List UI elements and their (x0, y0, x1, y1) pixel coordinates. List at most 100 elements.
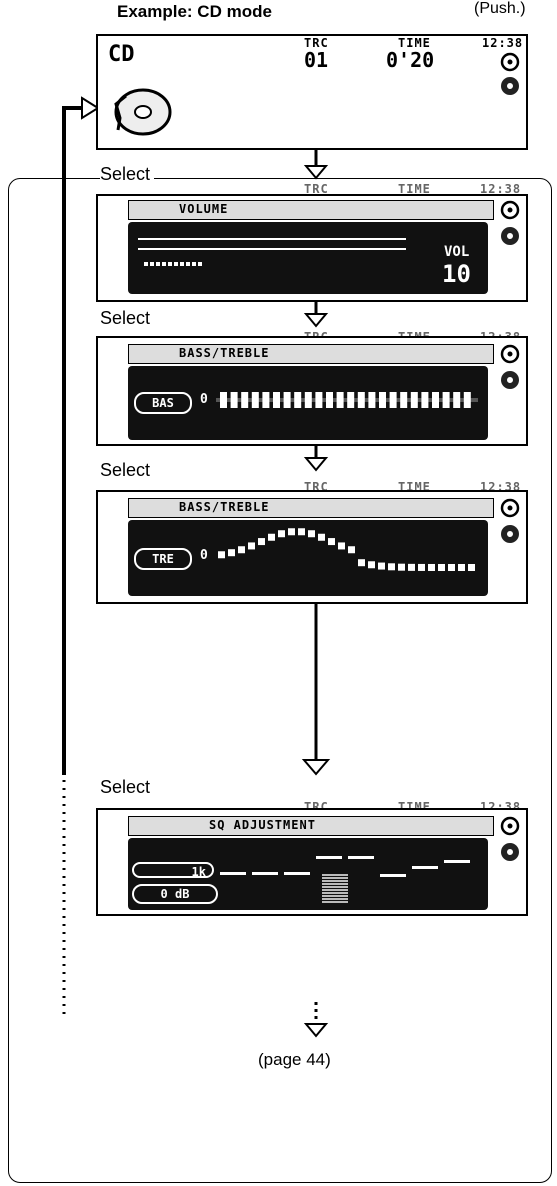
level-block (241, 392, 248, 408)
band-hatch (322, 874, 348, 876)
curve-block (428, 564, 435, 571)
level-block (231, 392, 238, 408)
side-disc-icons (496, 496, 524, 552)
gain-pill: 0 dB (132, 884, 218, 904)
level-block (411, 392, 418, 408)
curve-block (408, 564, 415, 571)
treble-curve (216, 524, 484, 590)
flow-arrow-1 (306, 166, 326, 178)
level-block (284, 392, 291, 408)
freq-pill: 1k (132, 862, 214, 878)
level-block (432, 392, 439, 408)
time-value: 0'20 (386, 48, 434, 72)
band-hatch (322, 880, 348, 882)
band-hatch (322, 886, 348, 888)
curve-block (458, 564, 465, 571)
level-block (305, 392, 312, 408)
curve-block (358, 559, 365, 566)
select-label-3: Select (100, 460, 154, 480)
volume-panel: VOL 10 (128, 222, 488, 294)
select-label-2: Select (100, 308, 154, 328)
bass-title: BASS/TREBLE (128, 344, 494, 364)
curve-block (348, 546, 355, 553)
curve-block (238, 546, 245, 553)
curve-block (398, 564, 405, 571)
flow-arrow-4 (304, 760, 328, 774)
band-hatch (322, 901, 348, 903)
curve-block (378, 563, 385, 570)
curve-block (298, 528, 305, 535)
side-disc-icons (496, 198, 524, 254)
band-hatch (322, 877, 348, 879)
level-block (252, 392, 259, 408)
treble-level: 0 (200, 548, 208, 563)
gain-value: 0 (161, 887, 168, 901)
level-block (315, 392, 322, 408)
gain-unit: dB (175, 887, 189, 901)
level-block (326, 392, 333, 408)
sq-adjustment-screen: TRC TIME 12:38 SQ ADJUSTMENT 1k 0 dB (96, 800, 528, 916)
band-dash (380, 874, 406, 877)
curve-block (368, 561, 375, 568)
level-block (262, 392, 269, 408)
curve-block (308, 530, 315, 537)
sq-band-graph (220, 844, 484, 906)
sq-title: SQ ADJUSTMENT (128, 816, 494, 836)
curve-block (228, 549, 235, 556)
band-hatch (322, 883, 348, 885)
volume-title: VOLUME (128, 200, 494, 220)
flow-arrow-3 (306, 458, 326, 470)
side-disc-icons (496, 342, 524, 398)
disc-icon (112, 78, 174, 138)
band-dash (348, 856, 374, 859)
flow-arrow-2 (306, 314, 326, 326)
curve-block (218, 551, 225, 558)
curve-block (248, 542, 255, 549)
level-block (347, 392, 354, 408)
select-label-4: Select (100, 777, 154, 797)
curve-block (388, 563, 395, 570)
bass-screen: TRC TIME 12:38 BASS/TREBLE BAS 0 (96, 330, 528, 446)
vol-value: 10 (442, 260, 471, 288)
cd-mode-screen: CD TRC 01 TIME 0'20 12:38 (96, 34, 528, 150)
curve-block (278, 530, 285, 537)
band-dash (284, 872, 310, 875)
flow-arrow-5 (306, 1024, 326, 1036)
curve-block (318, 534, 325, 541)
level-block (273, 392, 280, 408)
bass-level: 0 (200, 392, 208, 407)
band-dash (252, 872, 278, 875)
level-block (368, 392, 375, 408)
curve-block (288, 528, 295, 535)
treble-panel: TRE 0 (128, 520, 488, 596)
side-disc-icons (496, 52, 524, 100)
curve-block (338, 542, 345, 549)
select-label-1: Select (100, 164, 154, 184)
level-block (337, 392, 344, 408)
clock: 12:38 (482, 36, 523, 50)
band-hatch (322, 889, 348, 891)
band-pill-tre: TRE (134, 548, 192, 570)
curve-block (268, 534, 275, 541)
curve-block (438, 564, 445, 571)
volume-bar-level (144, 262, 204, 266)
page-reference: (page 44) (258, 1050, 331, 1070)
curve-block (418, 564, 425, 571)
level-block (453, 392, 460, 408)
level-block (390, 392, 397, 408)
side-disc-icons (496, 814, 524, 870)
band-dash (316, 856, 342, 859)
level-block (379, 392, 386, 408)
level-block (220, 392, 227, 408)
level-block (400, 392, 407, 408)
volume-bar-track (138, 238, 406, 250)
band-dash (444, 860, 470, 863)
band-pill-bas: BAS (134, 392, 192, 414)
band-hatch (322, 895, 348, 897)
sq-panel: 1k 0 dB (128, 838, 488, 910)
volume-screen: TRC TIME 12:38 VOLUME VOL 10 (96, 182, 528, 302)
treble-title: BASS/TREBLE (128, 498, 494, 518)
level-block (443, 392, 450, 408)
band-hatch (322, 898, 348, 900)
level-block (464, 392, 471, 408)
